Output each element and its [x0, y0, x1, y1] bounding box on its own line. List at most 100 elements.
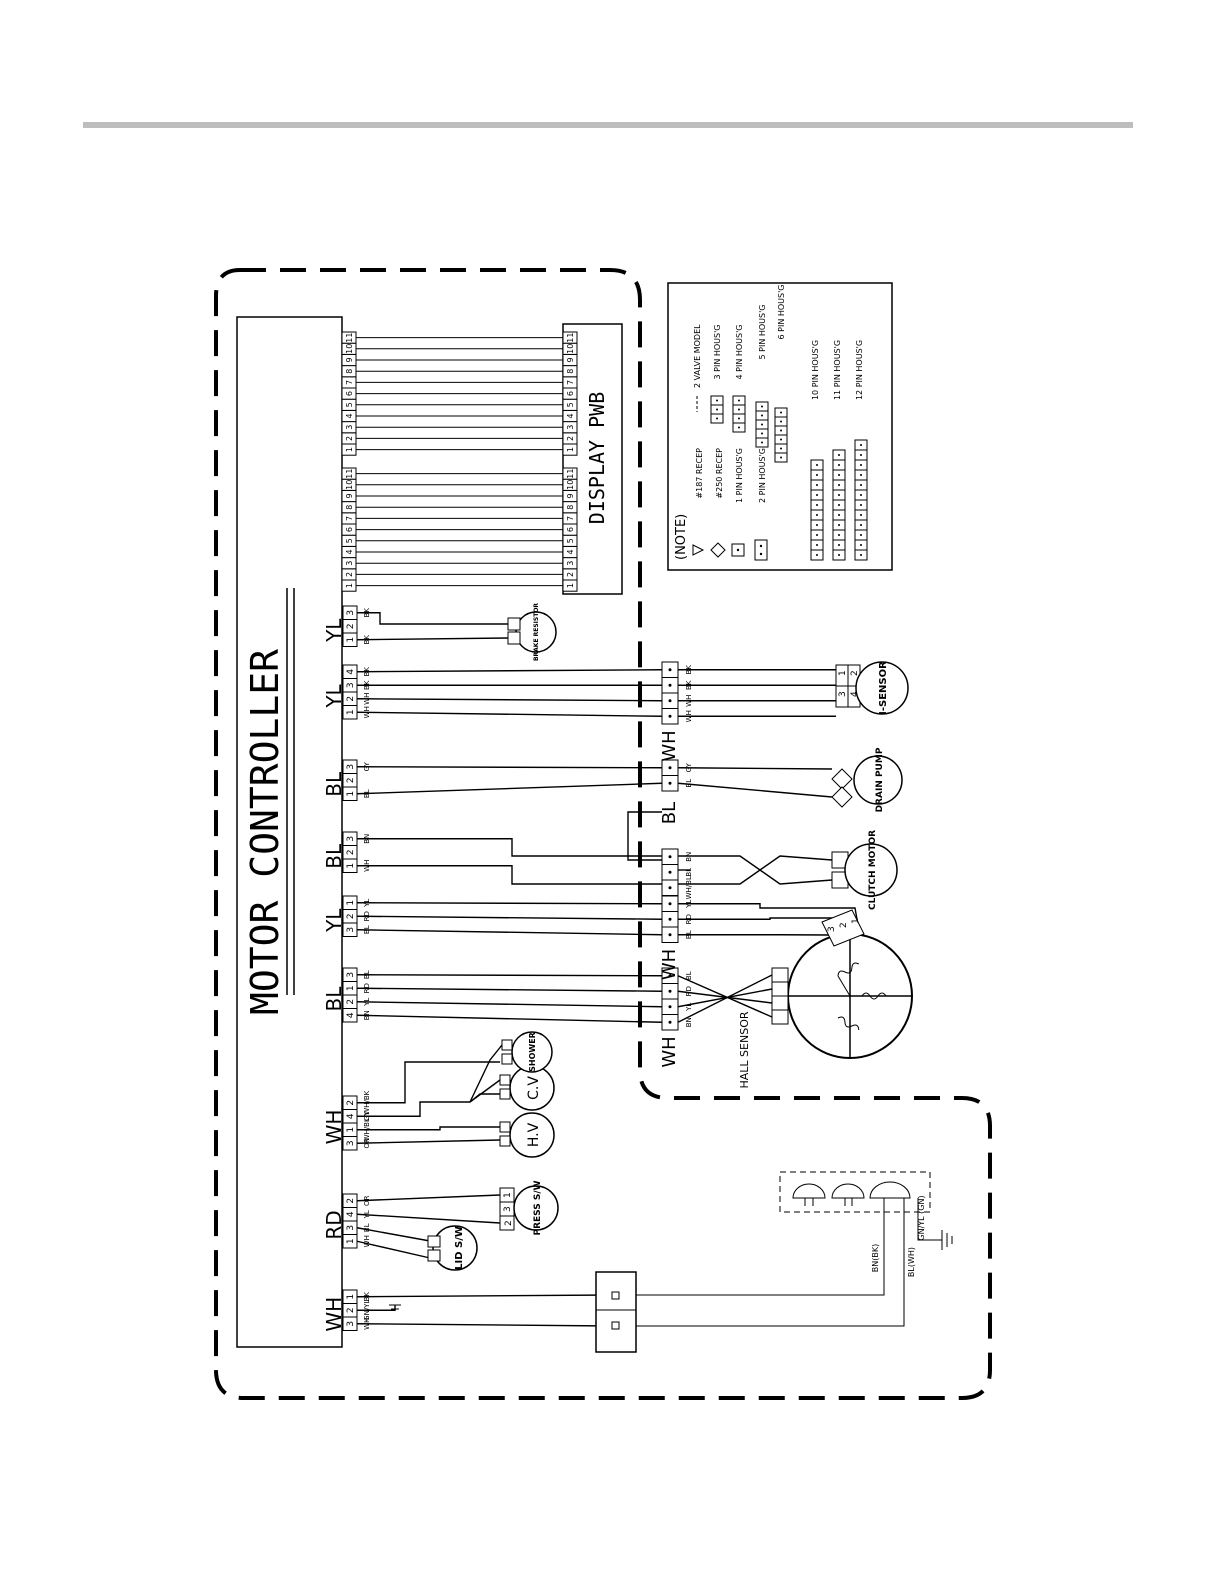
connector-color-label: YL	[322, 908, 346, 933]
ribbon-pin-number: 5	[345, 402, 354, 407]
mid-connector-dot	[668, 933, 672, 937]
shower-label: SHOWER	[528, 1032, 537, 1072]
ribbon-pin-number: 11	[566, 333, 575, 343]
connector-pin-number: 1	[346, 863, 356, 869]
connector-color-label: YL	[322, 618, 346, 643]
ribbon-pin-number: 1	[566, 447, 575, 452]
connector-pin-number: 3	[346, 1225, 356, 1231]
connector-color-label: BL	[322, 843, 346, 869]
isensor-pin-1: 1	[838, 670, 848, 676]
mid-connector-dot	[668, 1020, 672, 1024]
mid-connector-wire-color: RD	[685, 986, 693, 996]
brake-resistor: BRAKE RESISTOR	[507, 603, 557, 661]
clutch-motor-label: CLUTCH MOTOR	[868, 830, 878, 910]
ribbon-pin-number: 9	[566, 357, 575, 362]
note-right-item: 6 PIN HOUS'G	[777, 285, 786, 340]
connector-pin-number: 4	[346, 1012, 356, 1018]
connector-pin-number: 3	[346, 927, 356, 933]
connector-wire-color: BL	[363, 1223, 371, 1232]
clutch-wire	[357, 838, 662, 857]
brake-wire	[356, 637, 509, 641]
note-bottom-item: 12 PIN HOUS'G	[855, 340, 864, 400]
isensor-pin-3: 3	[838, 691, 848, 697]
note-bottom-item: 11 PIN HOUS'G	[833, 340, 842, 400]
connector-color-label: BL	[322, 986, 346, 1012]
motor-pin-2: 2	[839, 922, 849, 928]
connector-pin-number: 3	[346, 682, 356, 688]
ribbon-pin-number: 2	[345, 572, 354, 577]
mid-connector-dot	[668, 781, 672, 785]
hall-sensor-label: HALL SENSOR	[738, 1011, 751, 1088]
isensor-pin-4: 4	[850, 691, 860, 697]
enclosure-outline	[214, 268, 992, 1400]
valve-wire	[357, 1061, 500, 1104]
mid-connector-dot	[668, 683, 672, 687]
motor-controller-board	[236, 316, 343, 1348]
mid-connector-wire-color: BL	[685, 779, 693, 788]
press-pin-2: 2	[504, 1220, 514, 1226]
connector-pin-number: 4	[346, 669, 356, 675]
ribbon-pin-number: 6	[566, 527, 575, 532]
mid-connector-dot	[668, 886, 672, 890]
connector-pin-number: 3	[346, 1321, 356, 1327]
connector-pin-number: 1	[346, 985, 356, 991]
isensor-wire	[356, 711, 663, 717]
valve-wire	[357, 1126, 500, 1131]
ribbon-pin-number: 1	[345, 447, 354, 452]
connector-color-label: BL	[322, 771, 346, 797]
drain-wire	[677, 767, 833, 770]
motor-pin-1: 1	[851, 918, 861, 924]
wires	[356, 612, 859, 1327]
ground-wire	[357, 1305, 396, 1311]
connector-pin-number: 2	[346, 913, 356, 919]
valve-common-wire	[469, 1044, 503, 1103]
press-pin-3: 3	[503, 1206, 513, 1212]
terminal-block	[595, 1271, 637, 1353]
connector-color-label: WH	[322, 1297, 346, 1332]
connector-pin-number: 1	[346, 1127, 356, 1133]
motor-wire	[356, 929, 663, 936]
mid-connectors: BNYLRDBLWHBLRDYLWHWH/BLBLBNBLGYBLWHWHBKB…	[659, 661, 693, 1068]
ribbon-pin-number: 7	[566, 380, 575, 385]
ribbon-pin-number: 10	[345, 480, 354, 490]
connector-pin-number: 3	[346, 1140, 356, 1146]
line2-wire-label: BL(WH)	[907, 1247, 916, 1277]
ribbon-pin-number: 6	[345, 527, 354, 532]
connector-pin-number: 1	[346, 791, 356, 797]
valve-common-wire	[469, 1093, 500, 1103]
display-pwb-title: DISPLAY PWB	[585, 392, 609, 524]
line1-wire-label: BN(BK)	[871, 1244, 880, 1272]
ribbon-pin-number: 5	[566, 538, 575, 543]
drain-pump-label: DRAIN PUMP	[875, 747, 885, 812]
valve-cv: C.V	[499, 1065, 555, 1111]
header-rule	[83, 122, 1133, 128]
connector-pin-number: 2	[346, 1100, 356, 1106]
ribbon-pin-number: 1	[566, 583, 575, 588]
mid-connector-wire-color: YL	[685, 1003, 693, 1012]
connector-wire-color: WH	[363, 1235, 371, 1247]
power-plug: BN(BK) BL(WH) GN/YL (GN)	[636, 1171, 953, 1327]
jumper-wire	[627, 811, 662, 861]
ribbon-pin-number: 8	[566, 369, 575, 374]
connector-pin-number: 2	[346, 777, 356, 783]
connector-color-label: WH	[322, 1110, 346, 1145]
connector-color-label: YL	[322, 683, 346, 708]
connector-pin-number: 3	[346, 764, 356, 770]
mid-connector-color-label: WH	[659, 1036, 680, 1067]
motor-wire	[356, 1001, 663, 1008]
ribbon-pin-number: 1	[345, 583, 354, 588]
connector-color-label: RD	[322, 1210, 346, 1239]
mid-connector-dot	[668, 902, 672, 906]
connector-pin-number: 1	[346, 1294, 356, 1300]
ribbon-pin-number: 7	[345, 516, 354, 521]
motor-controller-title: MOTOR CONTROLLER	[243, 649, 287, 1015]
ribbon-pin-number: 3	[566, 425, 575, 430]
mid-connector-color-label: WH	[659, 949, 680, 980]
motor-terminal-wire	[678, 917, 846, 931]
motor-wire	[356, 974, 663, 977]
note-title: (NOTE)	[674, 514, 689, 560]
motor-wire	[356, 1014, 663, 1023]
